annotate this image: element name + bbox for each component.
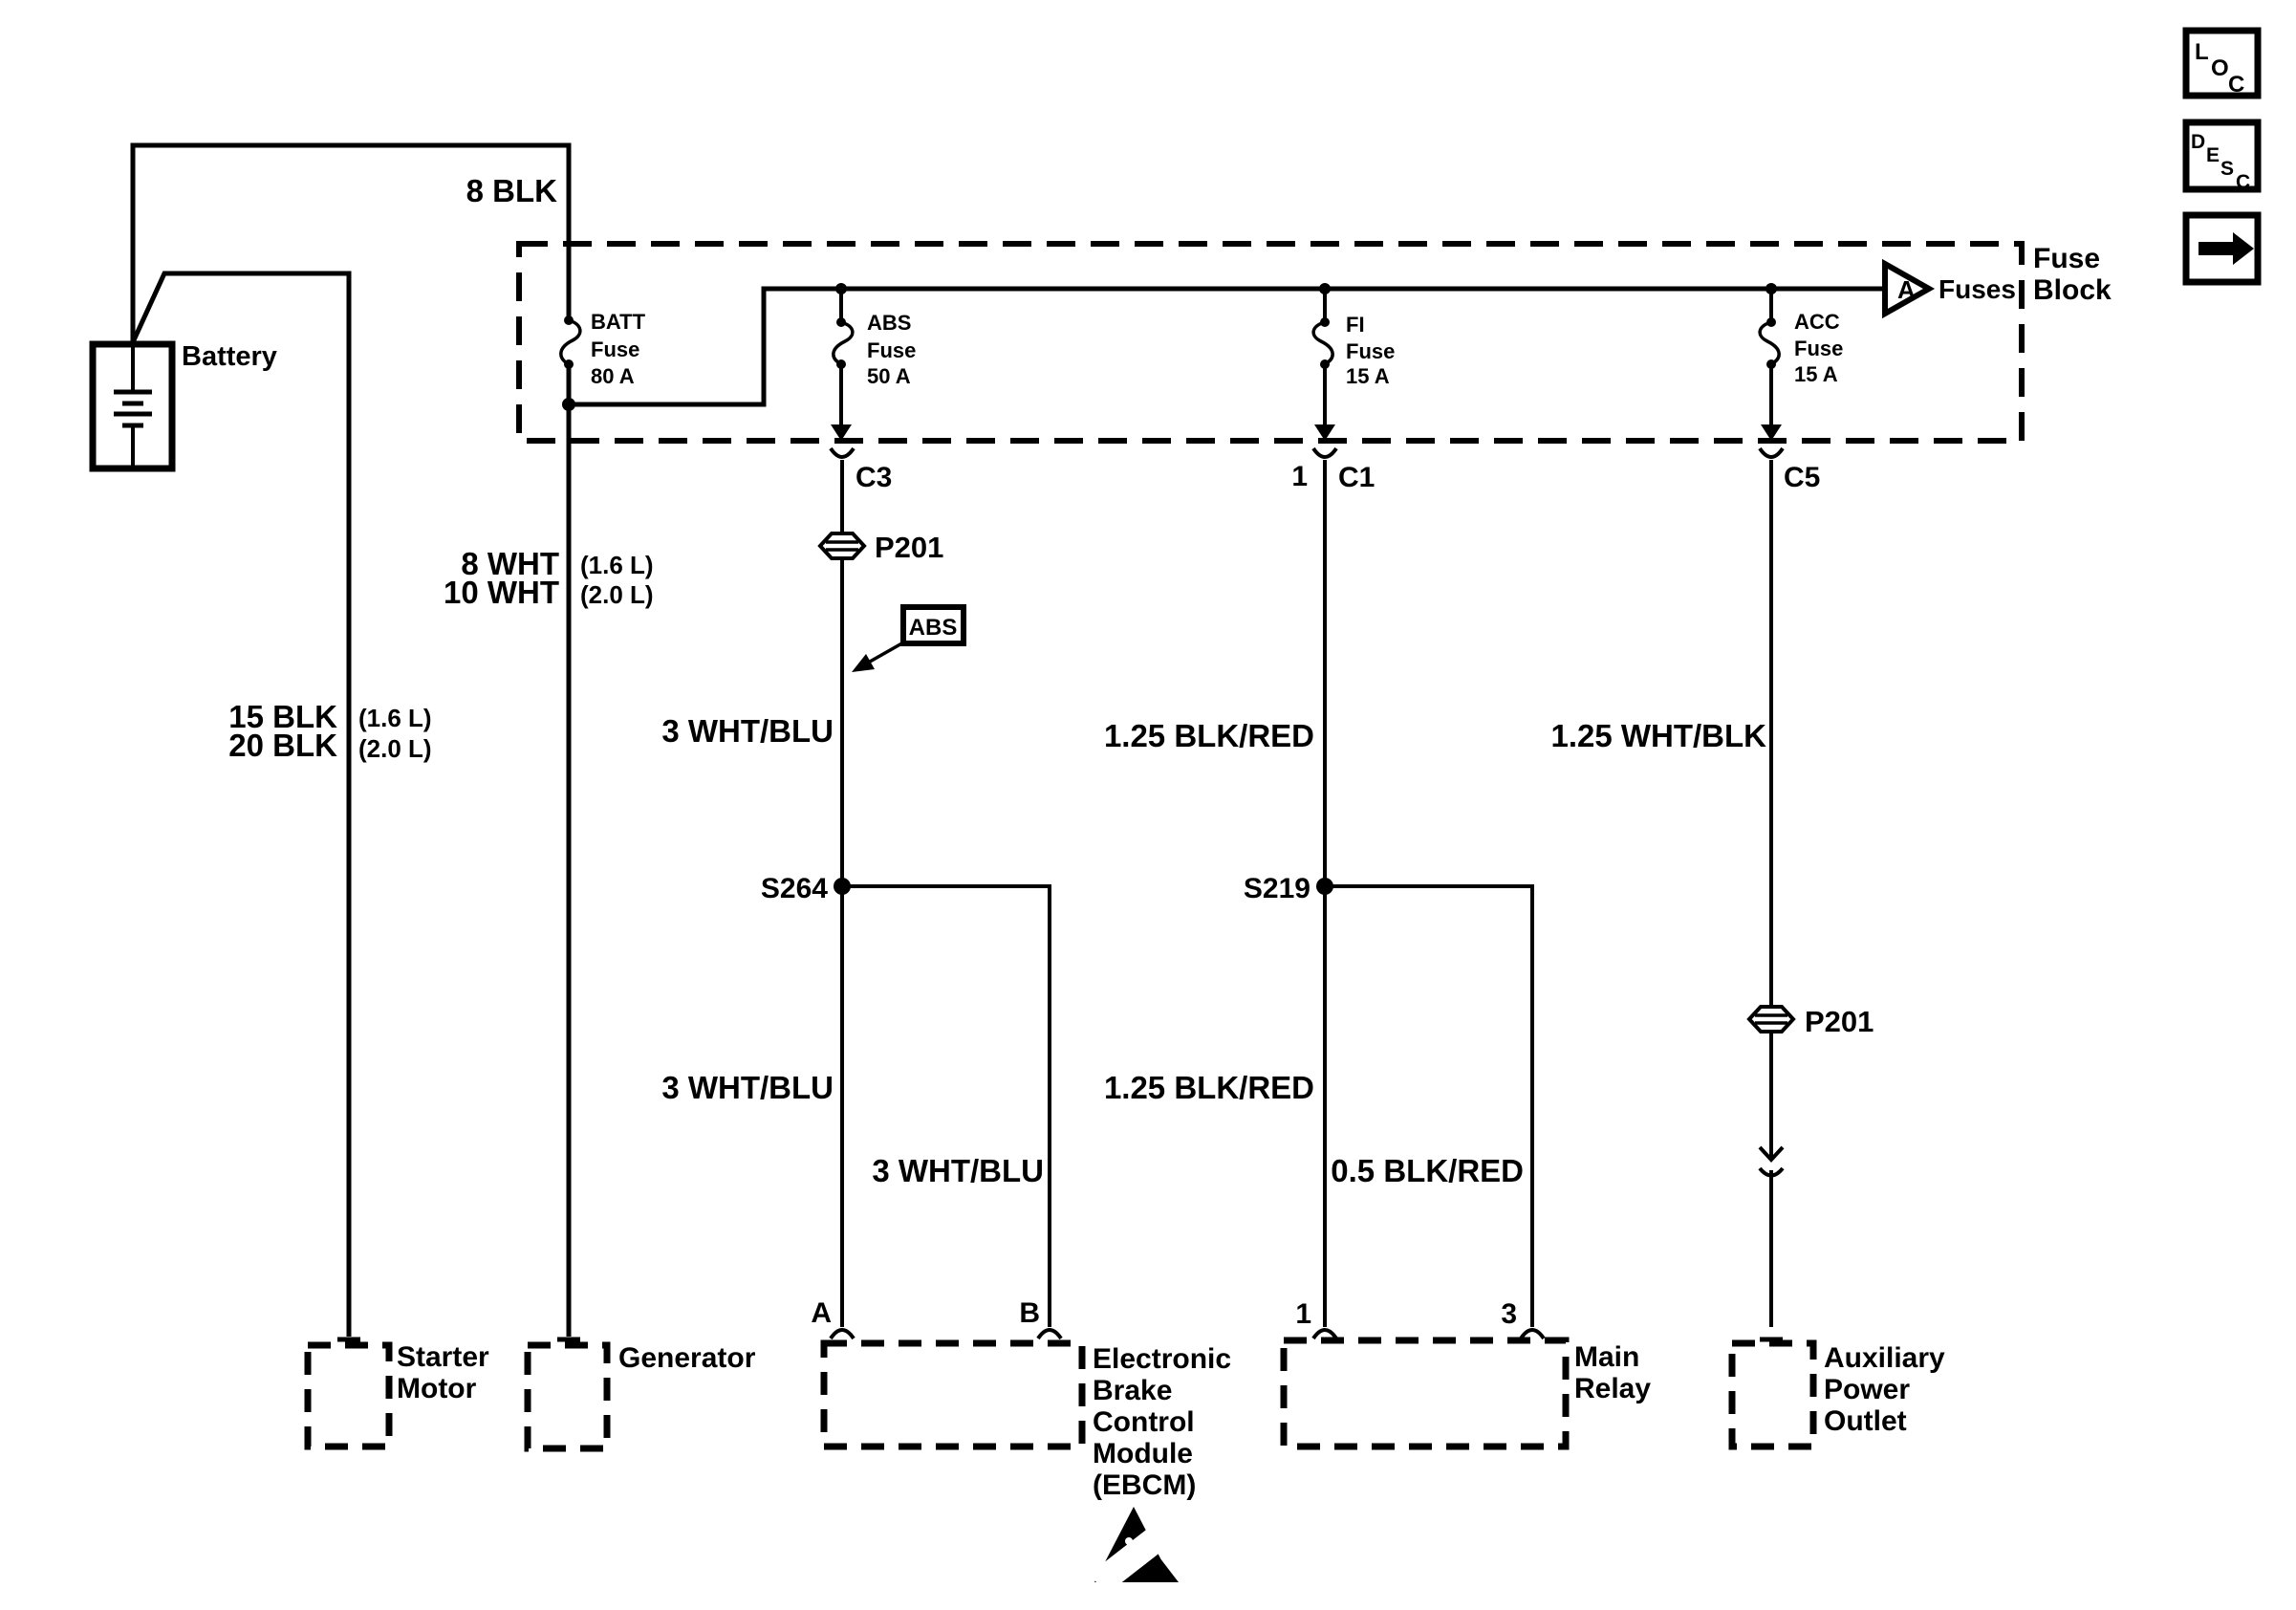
connector-c1-pin: 1 (1291, 461, 1308, 492)
main-relay-label-2: Relay (1574, 1373, 1651, 1404)
bus-arrow-letter: A (1897, 275, 1916, 304)
aux-power-outlet-box (1728, 1339, 1817, 1450)
desc-letter-s: S (2220, 158, 2234, 180)
inline-connector-acc-symbol (1758, 1145, 1785, 1178)
splice-p201-abs-symbol (817, 532, 867, 560)
wire-label-abs-upper: 3 WHT/BLU (661, 713, 834, 749)
wire-fuseblock-to-generator (557, 364, 580, 1342)
fuse-acc-name: ACC (1794, 310, 1840, 334)
ebcm-label-2: Brake (1093, 1375, 1172, 1406)
connector-c5-symbol (1758, 446, 1785, 1327)
fuse-block-title-line1: Fuse (2033, 243, 2100, 274)
fuse-fi-word: Fuse (1346, 339, 1395, 363)
aux-outlet-label-2: Power (1824, 1374, 1910, 1405)
fuse-batt-word: Fuse (591, 337, 639, 361)
connector-c1-label: C1 (1338, 462, 1375, 493)
desc-button[interactable]: D E S C (2182, 119, 2262, 193)
main-relay-label-1: Main (1574, 1341, 1639, 1373)
wire-battery-to-starter (130, 271, 360, 1342)
wire-variant-generator-2: (2.0 L) (580, 580, 654, 609)
ebcm-label-4: Module (1093, 1438, 1193, 1469)
loc-letter-l: L (2195, 39, 2209, 65)
fuse-batt-rating: 80 A (591, 364, 635, 388)
fuse-acc-symbol (1758, 289, 1782, 441)
wire-label-batt-feed: 8 BLK (466, 173, 558, 208)
splice-s219-symbol (1316, 878, 1534, 1327)
wire-label-generator-1: 8 WHT (461, 546, 559, 581)
wire-label-fi-upper: 1.25 BLK/RED (1104, 718, 1314, 753)
main-relay-box (1280, 1337, 1570, 1450)
battery-symbol (89, 340, 176, 472)
fuse-batt-symbol (559, 315, 582, 369)
wire-label-generator-2: 10 WHT (444, 575, 559, 610)
forward-button[interactable] (2182, 211, 2262, 286)
wire-label-fi-branch: 0.5 BLK/RED (1331, 1153, 1524, 1188)
fuse-acc-rating: 15 A (1794, 362, 1838, 386)
wire-label-starter-2: 20 BLK (228, 728, 337, 763)
splice-p201-acc-symbol (1746, 1005, 1796, 1033)
starter-motor-box (304, 1341, 393, 1450)
battery-label: Battery (182, 341, 277, 372)
aux-outlet-label-1: Auxiliary (1824, 1342, 1945, 1374)
main-relay-pin-3: 3 (1501, 1298, 1517, 1330)
wire-label-starter-1: 15 BLK (228, 699, 337, 734)
splice-s219-label: S219 (1244, 873, 1310, 904)
desc-letter-d: D (2191, 131, 2205, 153)
ebcm-box (820, 1339, 1086, 1450)
desc-letter-e: E (2206, 144, 2220, 166)
starter-motor-label-2: Motor (397, 1373, 477, 1404)
generator-label: Generator (618, 1342, 756, 1374)
wire-battery-to-fuse-block (130, 142, 572, 344)
splice-p201-acc-label: P201 (1805, 1005, 1874, 1038)
loc-button[interactable]: L O C (2182, 27, 2262, 99)
loc-letter-o: O (2211, 55, 2229, 81)
wire-batt-fuse-to-bus (562, 283, 1885, 411)
wire-variant-starter-2: (2.0 L) (358, 734, 432, 763)
splice-s264-label: S264 (761, 873, 828, 904)
generator-box (524, 1341, 611, 1452)
starter-motor-label-1: Starter (397, 1341, 489, 1373)
main-relay-pin-connectors (1311, 1328, 1546, 1340)
fuse-abs-word: Fuse (867, 338, 916, 362)
fuse-abs-rating: 50 A (867, 364, 911, 388)
aux-outlet-label-3: Outlet (1824, 1405, 1907, 1437)
fuse-block-title-line2: Block (2033, 274, 2112, 306)
connector-c3-label: C3 (856, 462, 892, 493)
fuse-block-outline (516, 241, 2025, 444)
splice-p201-abs-label: P201 (875, 531, 943, 564)
wire-variant-generator-1: (1.6 L) (580, 551, 654, 579)
bus-arrow-label: Fuses (1939, 274, 2016, 304)
wire-label-fi-lower: 1.25 BLK/RED (1104, 1070, 1314, 1105)
desc-letter-c: C (2236, 171, 2250, 193)
fuse-fi-name: FI (1346, 313, 1365, 337)
ebcm-pin-a: A (811, 1297, 832, 1329)
bus-arrow-icon (1882, 258, 1936, 319)
fuse-fi-symbol (1311, 289, 1335, 441)
fuse-abs-name: ABS (867, 311, 911, 335)
fuse-batt-name: BATT (591, 310, 646, 334)
main-relay-pin-1: 1 (1295, 1298, 1311, 1330)
right-arrow-icon (2199, 232, 2254, 265)
junction-dot (562, 398, 575, 411)
wire-label-acc-feed: 1.25 WHT/BLK (1550, 718, 1766, 753)
esd-sensitive-device-icon (1090, 1507, 1179, 1595)
ebcm-label-5: (EBCM) (1093, 1469, 1196, 1501)
wire-label-abs-lower: 3 WHT/BLU (661, 1070, 834, 1105)
fuse-fi-rating: 15 A (1346, 364, 1390, 388)
fuse-acc-word: Fuse (1794, 337, 1843, 360)
fuse-abs-symbol (831, 289, 855, 441)
splice-s264-symbol (834, 878, 1051, 1327)
abs-callout-label: ABS (909, 615, 958, 641)
ebcm-pin-connectors (829, 1328, 1063, 1340)
loc-letter-c: C (2228, 72, 2244, 98)
wire-label-abs-branch: 3 WHT/BLU (872, 1153, 1044, 1188)
abs-callout (852, 604, 966, 672)
wire-variant-starter-1: (1.6 L) (358, 704, 432, 732)
ebcm-pin-b: B (1019, 1297, 1040, 1329)
connector-c5-label: C5 (1784, 462, 1820, 493)
ebcm-label-1: Electronic (1093, 1343, 1231, 1375)
ebcm-label-3: Control (1093, 1406, 1195, 1438)
